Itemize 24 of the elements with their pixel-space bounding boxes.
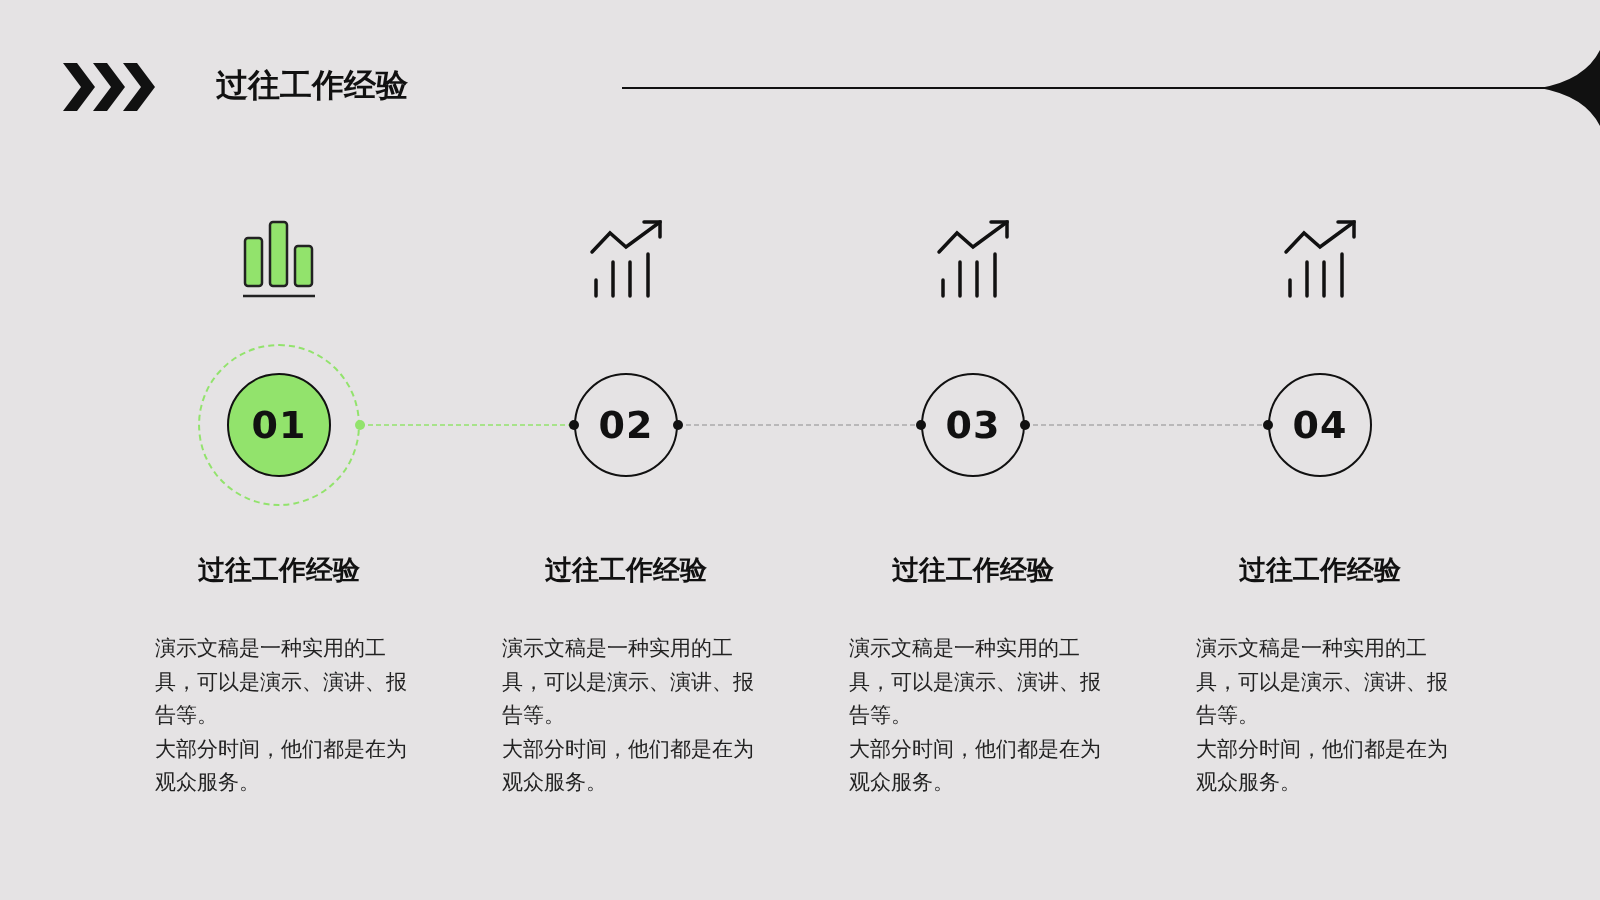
step-circle — [921, 373, 1025, 477]
step-number: 03 — [945, 403, 1001, 447]
step-heading: 过往工作经验 — [544, 553, 708, 587]
step-description: 演示文稿是一种实用的工具，可以是演示、演讲、报告等。 — [155, 635, 408, 729]
step-heading: 过往工作经验 — [891, 553, 1055, 587]
step-description: 大部分时间，他们都是在为观众服务。 — [502, 735, 755, 796]
step-circle — [198, 344, 360, 506]
step-heading: 过往工作经验 — [1238, 553, 1402, 587]
connector-line — [673, 420, 926, 430]
step-description: 演示文稿是一种实用的工具，可以是演示、演讲、报告等。 — [502, 635, 755, 729]
connector-line — [1020, 420, 1273, 430]
step-number: 01 — [251, 403, 307, 447]
step-number: 02 — [598, 403, 654, 447]
title: 过往工作经验 — [216, 65, 408, 106]
step-circle — [1268, 373, 1372, 477]
step-circle — [574, 373, 678, 477]
step-description: 大部分时间，他们都是在为观众服务。 — [155, 735, 408, 796]
step-description: 演示文稿是一种实用的工具，可以是演示、演讲、报告等。 — [849, 635, 1102, 729]
step-description: 大部分时间，他们都是在为观众服务。 — [849, 735, 1102, 796]
step-description: 大部分时间，他们都是在为观众服务。 — [1196, 735, 1449, 796]
step-description: 演示文稿是一种实用的工具，可以是演示、演讲、报告等。 — [1196, 635, 1449, 729]
step-number: 04 — [1292, 403, 1348, 447]
connector-line — [355, 420, 579, 430]
step-heading: 过往工作经验 — [197, 553, 361, 587]
